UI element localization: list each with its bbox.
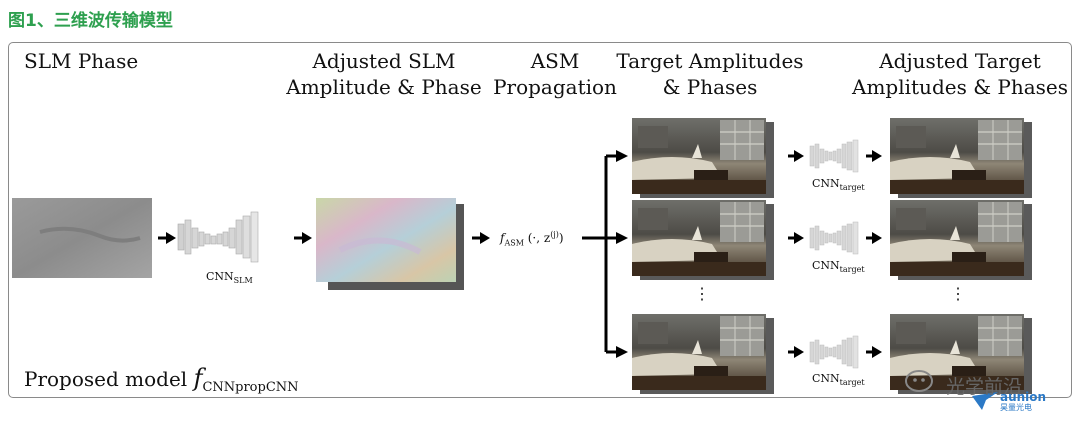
header-asm: ASM Propagation [493, 49, 617, 99]
cnn-target-label-3: CNNtarget [812, 372, 865, 388]
header-adjusted-target: Adjusted Target Amplitudes & Phases [852, 49, 1068, 99]
f-asm-label: fASM (·, z(j)) [500, 230, 564, 248]
cnn-slm-block [177, 211, 259, 263]
ellipsis-adjusted-target: ⋮ [950, 284, 966, 303]
cnn-target-label-2: CNNtarget [812, 259, 865, 275]
adjusted-target-image-1 [890, 118, 1032, 198]
aunion-logo-icon [972, 392, 998, 410]
figure-caption: 图1、三维波传输模型 [8, 11, 173, 31]
adjusted-target-image-2 [890, 200, 1032, 280]
diagram-frame [8, 42, 1072, 398]
cnn-slm-label: CNNSLM [206, 270, 253, 286]
slm-phase-image [12, 198, 152, 278]
watermark-text: 光学前沿 [946, 376, 1023, 398]
watermark-logo-text: aunion 昊量光电 [1000, 390, 1047, 412]
proposed-model-label: Proposed model fCNNpropCNN [24, 364, 299, 395]
ellipsis-target: ⋮ [694, 284, 710, 303]
cnn-target-block-3 [809, 335, 859, 369]
header-target: Target Amplitudes & Phases [616, 49, 804, 99]
wechat-icon [905, 370, 933, 392]
cnn-target-block-2 [809, 221, 859, 255]
target-image-2 [632, 200, 774, 280]
header-slm-phase: SLM Phase [24, 49, 139, 73]
cnn-target-block-1 [809, 139, 859, 173]
target-image-1 [632, 118, 774, 198]
header-adjusted-slm: Adjusted SLM Amplitude & Phase [286, 49, 482, 99]
cnn-target-label-1: CNNtarget [812, 177, 865, 193]
target-image-3 [632, 314, 774, 394]
